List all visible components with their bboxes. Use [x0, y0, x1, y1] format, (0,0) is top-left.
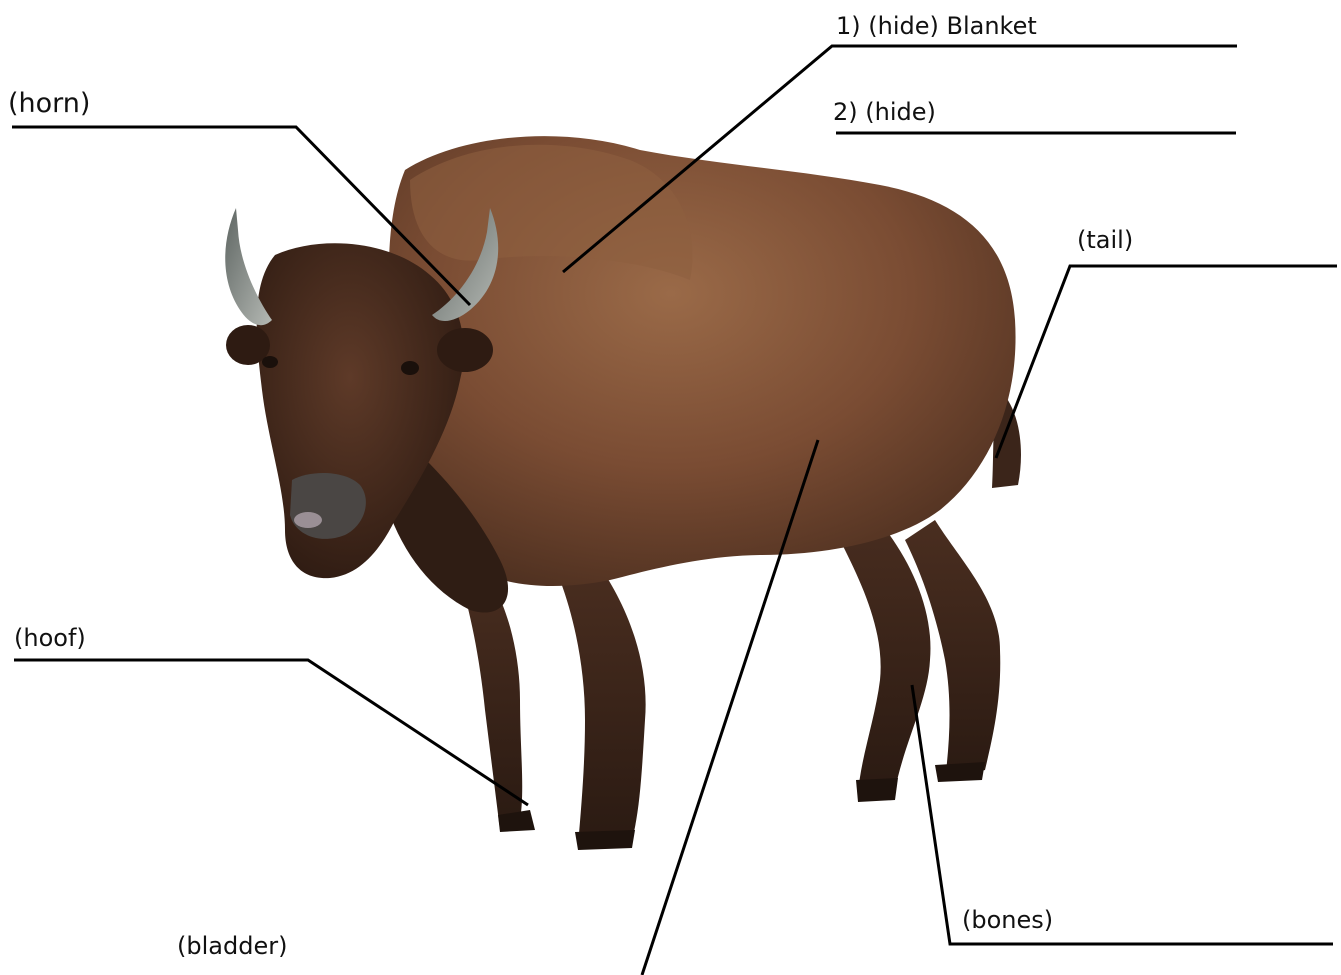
bison-hoof-4 — [935, 762, 985, 782]
bison-tongue — [294, 512, 322, 528]
label-horn: (horn) — [8, 90, 90, 117]
label-tail: (tail) — [1077, 228, 1133, 252]
label-hoof: (hoof) — [14, 626, 86, 650]
label-hide-2: 2) (hide) — [833, 100, 936, 124]
bison-front-leg-back — [560, 560, 646, 845]
bison-hoof-3 — [856, 778, 898, 802]
bison-eye-left — [262, 356, 278, 368]
label-bladder: (bladder) — [177, 934, 287, 958]
bison-illustration — [225, 136, 1021, 850]
label-bones: (bones) — [962, 908, 1053, 932]
leader-line-tail — [996, 266, 1337, 458]
leader-line-hoof — [14, 660, 528, 805]
bison-eye-right — [401, 361, 419, 375]
bison-hoof-2 — [575, 830, 635, 850]
label-hide-blanket: 1) (hide) Blanket — [836, 14, 1037, 38]
bison-ear-right — [437, 328, 493, 372]
